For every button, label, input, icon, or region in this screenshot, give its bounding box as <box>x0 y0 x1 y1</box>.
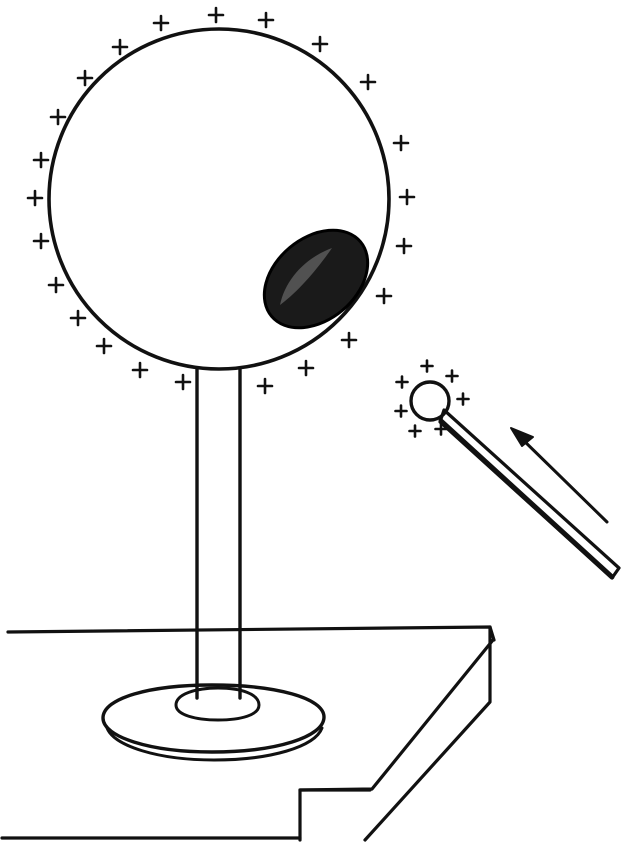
plus-charge <box>97 339 111 353</box>
plus-charge <box>28 191 42 205</box>
opening-in-sphere <box>245 210 387 347</box>
plus-charge <box>396 406 407 417</box>
plus-charge <box>209 8 223 22</box>
plus-charge <box>258 379 272 393</box>
plus-charge <box>377 289 391 303</box>
plus-charge <box>154 16 168 30</box>
table-side-edge <box>365 627 490 840</box>
plus-charge <box>410 426 421 437</box>
motion-arrow <box>511 428 607 522</box>
table <box>2 627 494 840</box>
table-top-edge <box>8 627 494 640</box>
arrow-head <box>511 428 533 446</box>
sphere-charges <box>28 8 414 393</box>
plus-charge <box>34 234 48 248</box>
plus-charge <box>176 375 190 389</box>
plus-charge <box>397 239 411 253</box>
plus-charge <box>397 377 408 388</box>
plus-charge <box>447 371 458 382</box>
stand-base <box>103 685 324 760</box>
plus-charge <box>34 153 48 167</box>
plus-charge <box>422 361 433 372</box>
plus-charge <box>299 361 313 375</box>
plus-charge <box>394 136 408 150</box>
plus-charge <box>78 71 92 85</box>
plus-charge <box>51 110 65 124</box>
plus-charge <box>49 278 63 292</box>
plus-charge <box>133 363 147 377</box>
plus-charge <box>259 13 273 27</box>
plus-charge <box>71 311 85 325</box>
table-corner-edge <box>300 640 493 840</box>
plus-charge <box>458 394 469 405</box>
hollow-metal-sphere <box>49 29 389 369</box>
plus-charge <box>313 37 327 51</box>
sphere-outline <box>49 29 389 369</box>
plus-charge <box>400 190 414 204</box>
base-collar <box>176 688 259 720</box>
insulating-stand <box>197 368 240 698</box>
opening-dark <box>245 210 387 347</box>
arrow-shaft <box>519 436 607 522</box>
charged-test-ball <box>411 382 449 420</box>
test-ball <box>411 382 449 420</box>
plus-charge <box>361 75 375 89</box>
plus-charge <box>342 333 356 347</box>
plus-charge <box>113 40 127 54</box>
